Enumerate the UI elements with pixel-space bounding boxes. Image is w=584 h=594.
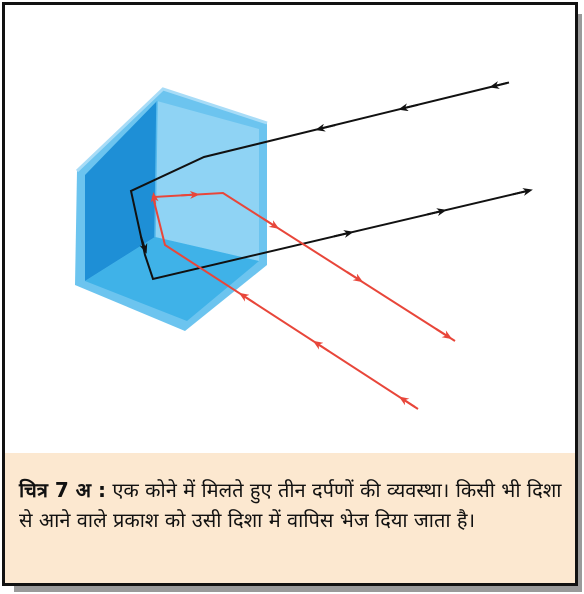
black-ray-arrow-7 <box>512 188 533 196</box>
mirror-back-face <box>155 101 259 261</box>
black-ray <box>129 81 533 281</box>
mirror-bottom-face <box>85 237 259 321</box>
red-ray-arrow-3 <box>238 292 256 305</box>
red-ray-arrow-8 <box>435 328 453 340</box>
caption-text: एक कोने में मिलते हुए तीन दर्पणों की व्य… <box>19 478 562 532</box>
red-ray-arrow-6 <box>262 217 280 229</box>
black-ray-arrow-1 <box>489 81 510 89</box>
red-ray-arrow-4 <box>150 192 159 205</box>
black-ray-arrow-3 <box>315 123 336 132</box>
red-ray-arrow-7 <box>346 271 364 283</box>
corner-reflector-diagram <box>75 81 533 410</box>
mirror-left-face <box>85 101 157 281</box>
red-ray <box>150 190 456 410</box>
black-ray-arrow-5 <box>333 230 354 238</box>
red-ray-arrow-2 <box>312 340 330 353</box>
black-ray-path <box>129 82 528 281</box>
black-ray-arrow-2 <box>398 103 419 112</box>
caption-label: चित्र 7 अ : <box>19 478 107 502</box>
black-ray-arrow-6 <box>426 208 447 217</box>
red-ray-arrow-1 <box>398 396 416 408</box>
mirror-seam-vertical <box>154 100 158 238</box>
figure-caption: चित्र 7 अ : एक कोने में मिलते हुए तीन दर… <box>19 475 565 535</box>
figure-frame: चित्र 7 अ : एक कोने में मिलते हुए तीन दर… <box>2 2 578 586</box>
mirror-edge-top <box>75 87 268 173</box>
caption-box: चित्र 7 अ : एक कोने में मिलते हुए तीन दर… <box>5 453 575 583</box>
corner-mirror <box>75 87 268 331</box>
red-ray-arrow-5 <box>180 190 200 199</box>
black-ray-arrow-4 <box>139 236 148 254</box>
